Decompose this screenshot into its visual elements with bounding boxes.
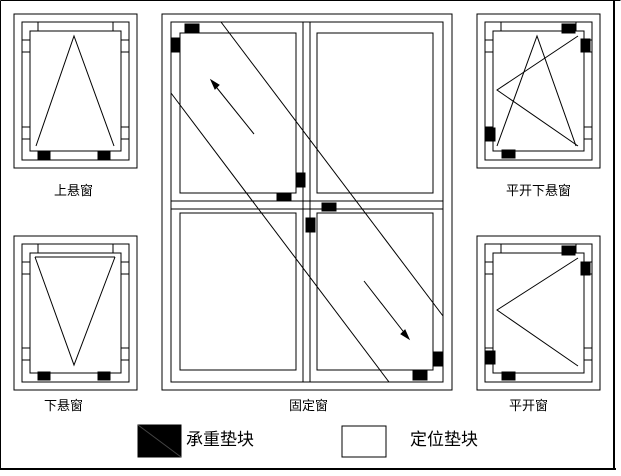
window-tilt-turn bbox=[476, 13, 601, 169]
load-block bbox=[37, 150, 51, 160]
load-block bbox=[412, 370, 428, 381]
load-block bbox=[305, 217, 316, 233]
load-block bbox=[580, 261, 591, 276]
window-fixed bbox=[161, 13, 453, 391]
legend-load-block-label: 承重垫块 bbox=[186, 430, 254, 450]
label-casement-window: 平开窗 bbox=[509, 399, 549, 414]
load-block bbox=[276, 192, 292, 202]
legend-locating-block-label: 定位垫块 bbox=[410, 430, 478, 450]
load-block bbox=[37, 371, 51, 381]
legend-load-block-swatch bbox=[137, 424, 182, 458]
load-block bbox=[501, 371, 516, 381]
window-top-hung bbox=[13, 13, 138, 169]
load-block bbox=[485, 127, 496, 142]
load-block bbox=[170, 37, 181, 53]
label-bottom-hung-window: 下悬窗 bbox=[44, 399, 84, 414]
window-bottom-hung bbox=[13, 235, 138, 391]
load-block bbox=[97, 371, 111, 381]
label-top-hung-window: 上悬窗 bbox=[54, 184, 94, 199]
load-block bbox=[432, 351, 443, 367]
legend bbox=[137, 424, 387, 458]
load-block bbox=[321, 202, 337, 212]
load-block bbox=[485, 350, 496, 365]
label-tilt-turn-window: 平开下悬窗 bbox=[506, 184, 572, 199]
load-block bbox=[561, 23, 576, 34]
load-block bbox=[295, 172, 306, 188]
load-block bbox=[184, 23, 200, 34]
legend-locating-block-swatch bbox=[341, 425, 387, 458]
window-casement bbox=[476, 235, 601, 391]
load-block bbox=[580, 38, 591, 53]
load-block bbox=[97, 150, 111, 160]
load-block bbox=[561, 245, 576, 256]
load-block bbox=[501, 149, 516, 159]
label-fixed-window: 固定窗 bbox=[289, 399, 329, 414]
